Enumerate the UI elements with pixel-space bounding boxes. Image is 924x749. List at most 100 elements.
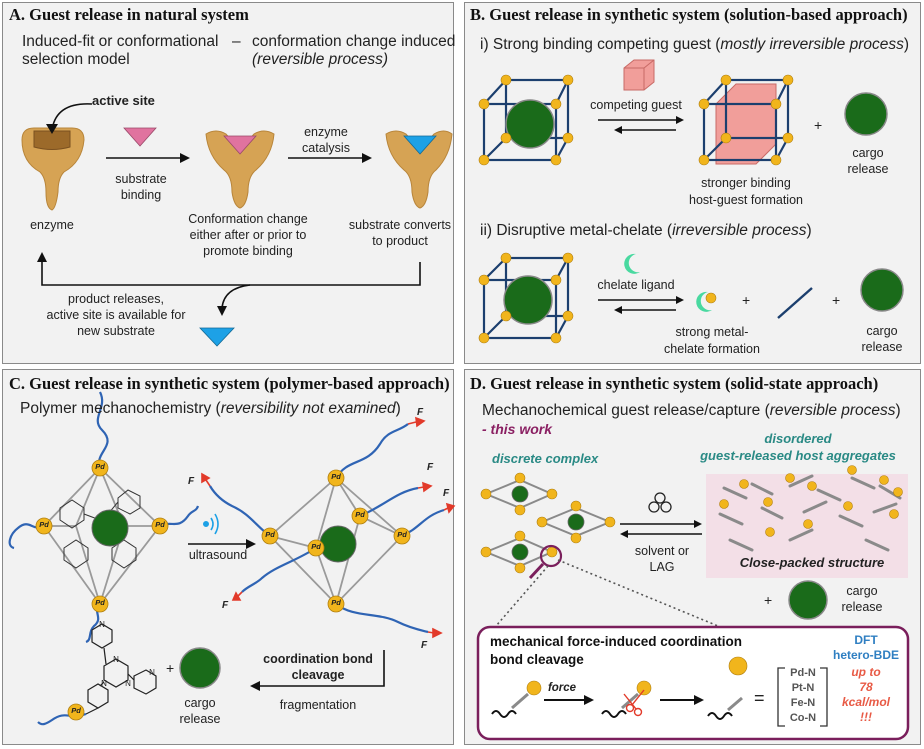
pd-label: Pd — [39, 520, 49, 529]
cargo-sphere-row2 — [860, 268, 904, 312]
cargo-c-1: cargo — [184, 696, 216, 710]
cargo-b2-1: cargo — [866, 324, 898, 338]
upto-3: kcal/mol — [841, 695, 891, 709]
enzyme-product-shape — [385, 130, 453, 209]
cargo-sphere-released — [844, 92, 888, 136]
bond-pt-n: Pt-N — [791, 682, 815, 694]
pd-label: Pd — [95, 462, 105, 471]
panel-c-title: C. Guest release in synthetic system (po… — [9, 374, 450, 393]
panel-c-subtitle: Polymer mechanochemistry (reversibility … — [20, 400, 401, 417]
disordered-2: guest-released host aggregates — [700, 448, 896, 463]
enzyme-conformation-shape — [205, 130, 275, 209]
cargo-b1-2: release — [847, 162, 889, 176]
pd-label: Pd — [155, 520, 165, 529]
discrete-complex-label: discrete complex — [492, 451, 599, 466]
bond-bracket — [777, 667, 828, 727]
disordered-1: disordered — [764, 431, 832, 446]
metal-chelate-icon — [696, 291, 717, 312]
cargo-d-2: release — [841, 600, 883, 614]
ultrasound-icon — [203, 513, 219, 535]
plus-b3: + — [832, 292, 841, 308]
conformation-1: Conformation change — [188, 212, 308, 226]
n-label: N — [101, 679, 107, 688]
pd-label: Pd — [311, 542, 321, 551]
stronger-2: host-guest formation — [689, 193, 803, 207]
pd-label: Pd — [331, 598, 341, 607]
chelate-ligand-label: chelate ligand — [597, 278, 675, 292]
panel-b-title: B. Guest release in synthetic system (so… — [470, 5, 908, 24]
enzyme-shape — [21, 127, 85, 211]
model-line-2: selection model — [22, 51, 130, 68]
ultrasound-label: ultrasound — [188, 548, 248, 562]
panel-d-title: D. Guest release in synthetic system (so… — [470, 374, 879, 393]
ball-mill-icon — [648, 492, 672, 513]
mechanical-inset — [476, 625, 910, 741]
pd-label: Pd — [355, 510, 365, 519]
panel-d-subtitle: Mechanochemical guest release/capture (r… — [482, 402, 901, 419]
product-releases-2: active site is available for — [46, 308, 186, 322]
competing-guest-cube — [623, 59, 655, 91]
n-label: N — [99, 620, 105, 629]
enzyme-label: enzyme — [30, 218, 74, 232]
force-arrows — [201, 416, 456, 639]
cargo-sphere — [505, 99, 555, 149]
n-label: N — [149, 668, 155, 677]
plus-d: + — [764, 592, 773, 608]
coord-cleavage-2: cleavage — [291, 668, 345, 682]
force-label: F — [443, 488, 450, 499]
panel-a-title: A. Guest release in natural system — [9, 5, 249, 24]
bond-cleavage-sequence — [491, 656, 748, 720]
force-label: F — [427, 462, 434, 473]
magnifier-icon — [528, 544, 563, 580]
n-label: N — [113, 655, 119, 664]
plus-b2: + — [742, 292, 751, 308]
host-cube-row2 — [478, 252, 574, 344]
pd-label: Pd — [397, 530, 407, 539]
conformation-2: either after or prior to — [189, 228, 307, 242]
stronger-1: stronger binding — [701, 176, 791, 190]
host-aggregates — [718, 465, 903, 552]
dash: – — [232, 33, 241, 50]
active-site-label: active site — [92, 93, 155, 108]
equals-sign: = — [754, 688, 765, 708]
chelate-ligand-icon — [624, 253, 640, 274]
cargo-b1-1: cargo — [852, 146, 884, 160]
substrate-converts-1: substrate converts — [348, 218, 452, 232]
pd-label: Pd — [95, 598, 105, 607]
panel-c — [2, 369, 454, 745]
upto-1: up to — [851, 665, 881, 679]
zoom-dotted-right — [557, 559, 719, 627]
pd-node-fragment — [67, 703, 85, 721]
force-label: F — [417, 407, 424, 418]
substrate-triangle — [123, 127, 157, 147]
conformation-3: promote binding — [203, 244, 293, 258]
cargo-in-cage-left — [91, 509, 129, 547]
pd-label: Pd — [265, 530, 275, 539]
mech-heading-1: mechanical force-induced coordination — [490, 634, 743, 649]
n-label: N — [125, 679, 131, 688]
this-work-label: - this work — [482, 421, 553, 437]
bond-fe-n: Fe-N — [790, 697, 816, 709]
cargo-d-1: cargo — [846, 584, 878, 598]
product-releases-1: product releases, — [68, 292, 164, 306]
linker-rod — [777, 287, 813, 319]
upto-2: 78 — [859, 680, 873, 694]
cargo-sphere-c — [179, 647, 221, 689]
bond-pd-n: Pd-N — [790, 667, 816, 679]
row2-heading: ii) Disruptive metal-chelate (irreversib… — [480, 222, 812, 239]
coord-cleavage-1: coordination bond — [263, 652, 373, 666]
close-packed-label: Close-packed structure — [739, 555, 885, 570]
product-releases-3: new substrate — [77, 324, 155, 338]
zoom-dotted-left — [495, 565, 549, 627]
force-inset-label: force — [547, 682, 577, 694]
panel-a — [2, 2, 454, 364]
polymer-chains-right — [209, 423, 445, 634]
solvent-1: solvent or — [634, 544, 690, 558]
plus-b1: + — [814, 117, 823, 133]
product-triangle — [199, 327, 235, 347]
substrate-binding-2: binding — [120, 188, 162, 202]
